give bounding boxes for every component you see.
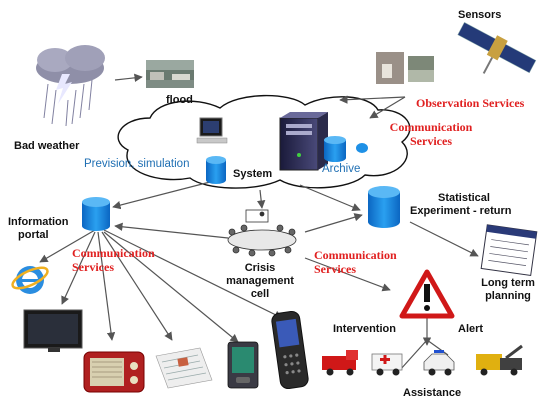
label-line: planning — [485, 290, 531, 302]
storm-cloud-icon — [36, 45, 105, 127]
ambulance-icon — [371, 353, 403, 376]
pda-icon — [227, 341, 259, 389]
mobile-phone-icon — [271, 310, 309, 390]
label-line: Crisis — [244, 262, 276, 274]
flood-photo — [146, 60, 194, 88]
label-intervention: Intervention — [333, 323, 396, 335]
label-line: Experiment - return — [410, 205, 512, 217]
label-line: Statistical — [438, 192, 490, 204]
fire-truck-icon — [322, 350, 358, 376]
label-observation-services: Observation Services — [416, 96, 525, 110]
internet-explorer-icon — [11, 266, 49, 294]
label-line: cell — [250, 288, 270, 300]
system-cloud — [117, 94, 411, 189]
label-assistance: Assistance — [403, 387, 462, 399]
label-communication-services-left: Communication Services — [72, 246, 155, 274]
label-statistical-experiment: Statistical Experiment - return — [410, 192, 511, 218]
database-icon — [82, 197, 110, 231]
label-crisis-management-cell: Crisis management cell — [220, 262, 300, 301]
arrows — [39, 73, 479, 371]
label-alert: Alert — [458, 323, 484, 335]
sensor-photo — [376, 52, 434, 84]
label-line: Long term — [481, 277, 535, 289]
label-line: portal — [18, 229, 49, 241]
label-communication-services-top: Communication Services — [381, 120, 481, 148]
label-communication-services-mid: Communication Services — [314, 248, 397, 276]
satellite-icon — [457, 22, 537, 74]
newspaper-icon — [155, 347, 213, 389]
label-archive: Archive — [322, 163, 361, 175]
label-sensors: Sensors — [458, 9, 502, 21]
tow-truck-icon — [476, 344, 523, 376]
label-bad-weather: Bad weather — [14, 140, 80, 152]
radio-icon — [83, 351, 145, 393]
label-line: management — [226, 275, 294, 287]
label-line: Communication — [314, 248, 397, 262]
label-line: Services — [72, 260, 114, 274]
document-icon — [480, 224, 538, 276]
computer-icon — [196, 117, 228, 144]
tv-icon — [23, 309, 83, 352]
database-icon — [206, 156, 226, 184]
label-line: Services — [410, 134, 452, 148]
database-icon — [368, 186, 400, 228]
label-line: Communication — [389, 120, 473, 134]
warning-sign-icon — [399, 269, 455, 319]
server-icon — [279, 112, 328, 171]
police-car-icon — [423, 350, 455, 376]
label-line: Communication — [72, 246, 155, 260]
label-prevision-simulation: Prevision, simulation — [84, 158, 190, 170]
meeting-icon — [227, 209, 297, 257]
database-icon — [324, 136, 368, 162]
label-flood: flood — [166, 94, 193, 106]
label-line: Services — [314, 262, 356, 276]
label-line: Information — [8, 216, 69, 228]
label-system: System — [233, 168, 273, 180]
label-information-portal: Information portal — [8, 216, 69, 242]
label-long-term-planning: Long term planning — [476, 277, 540, 303]
